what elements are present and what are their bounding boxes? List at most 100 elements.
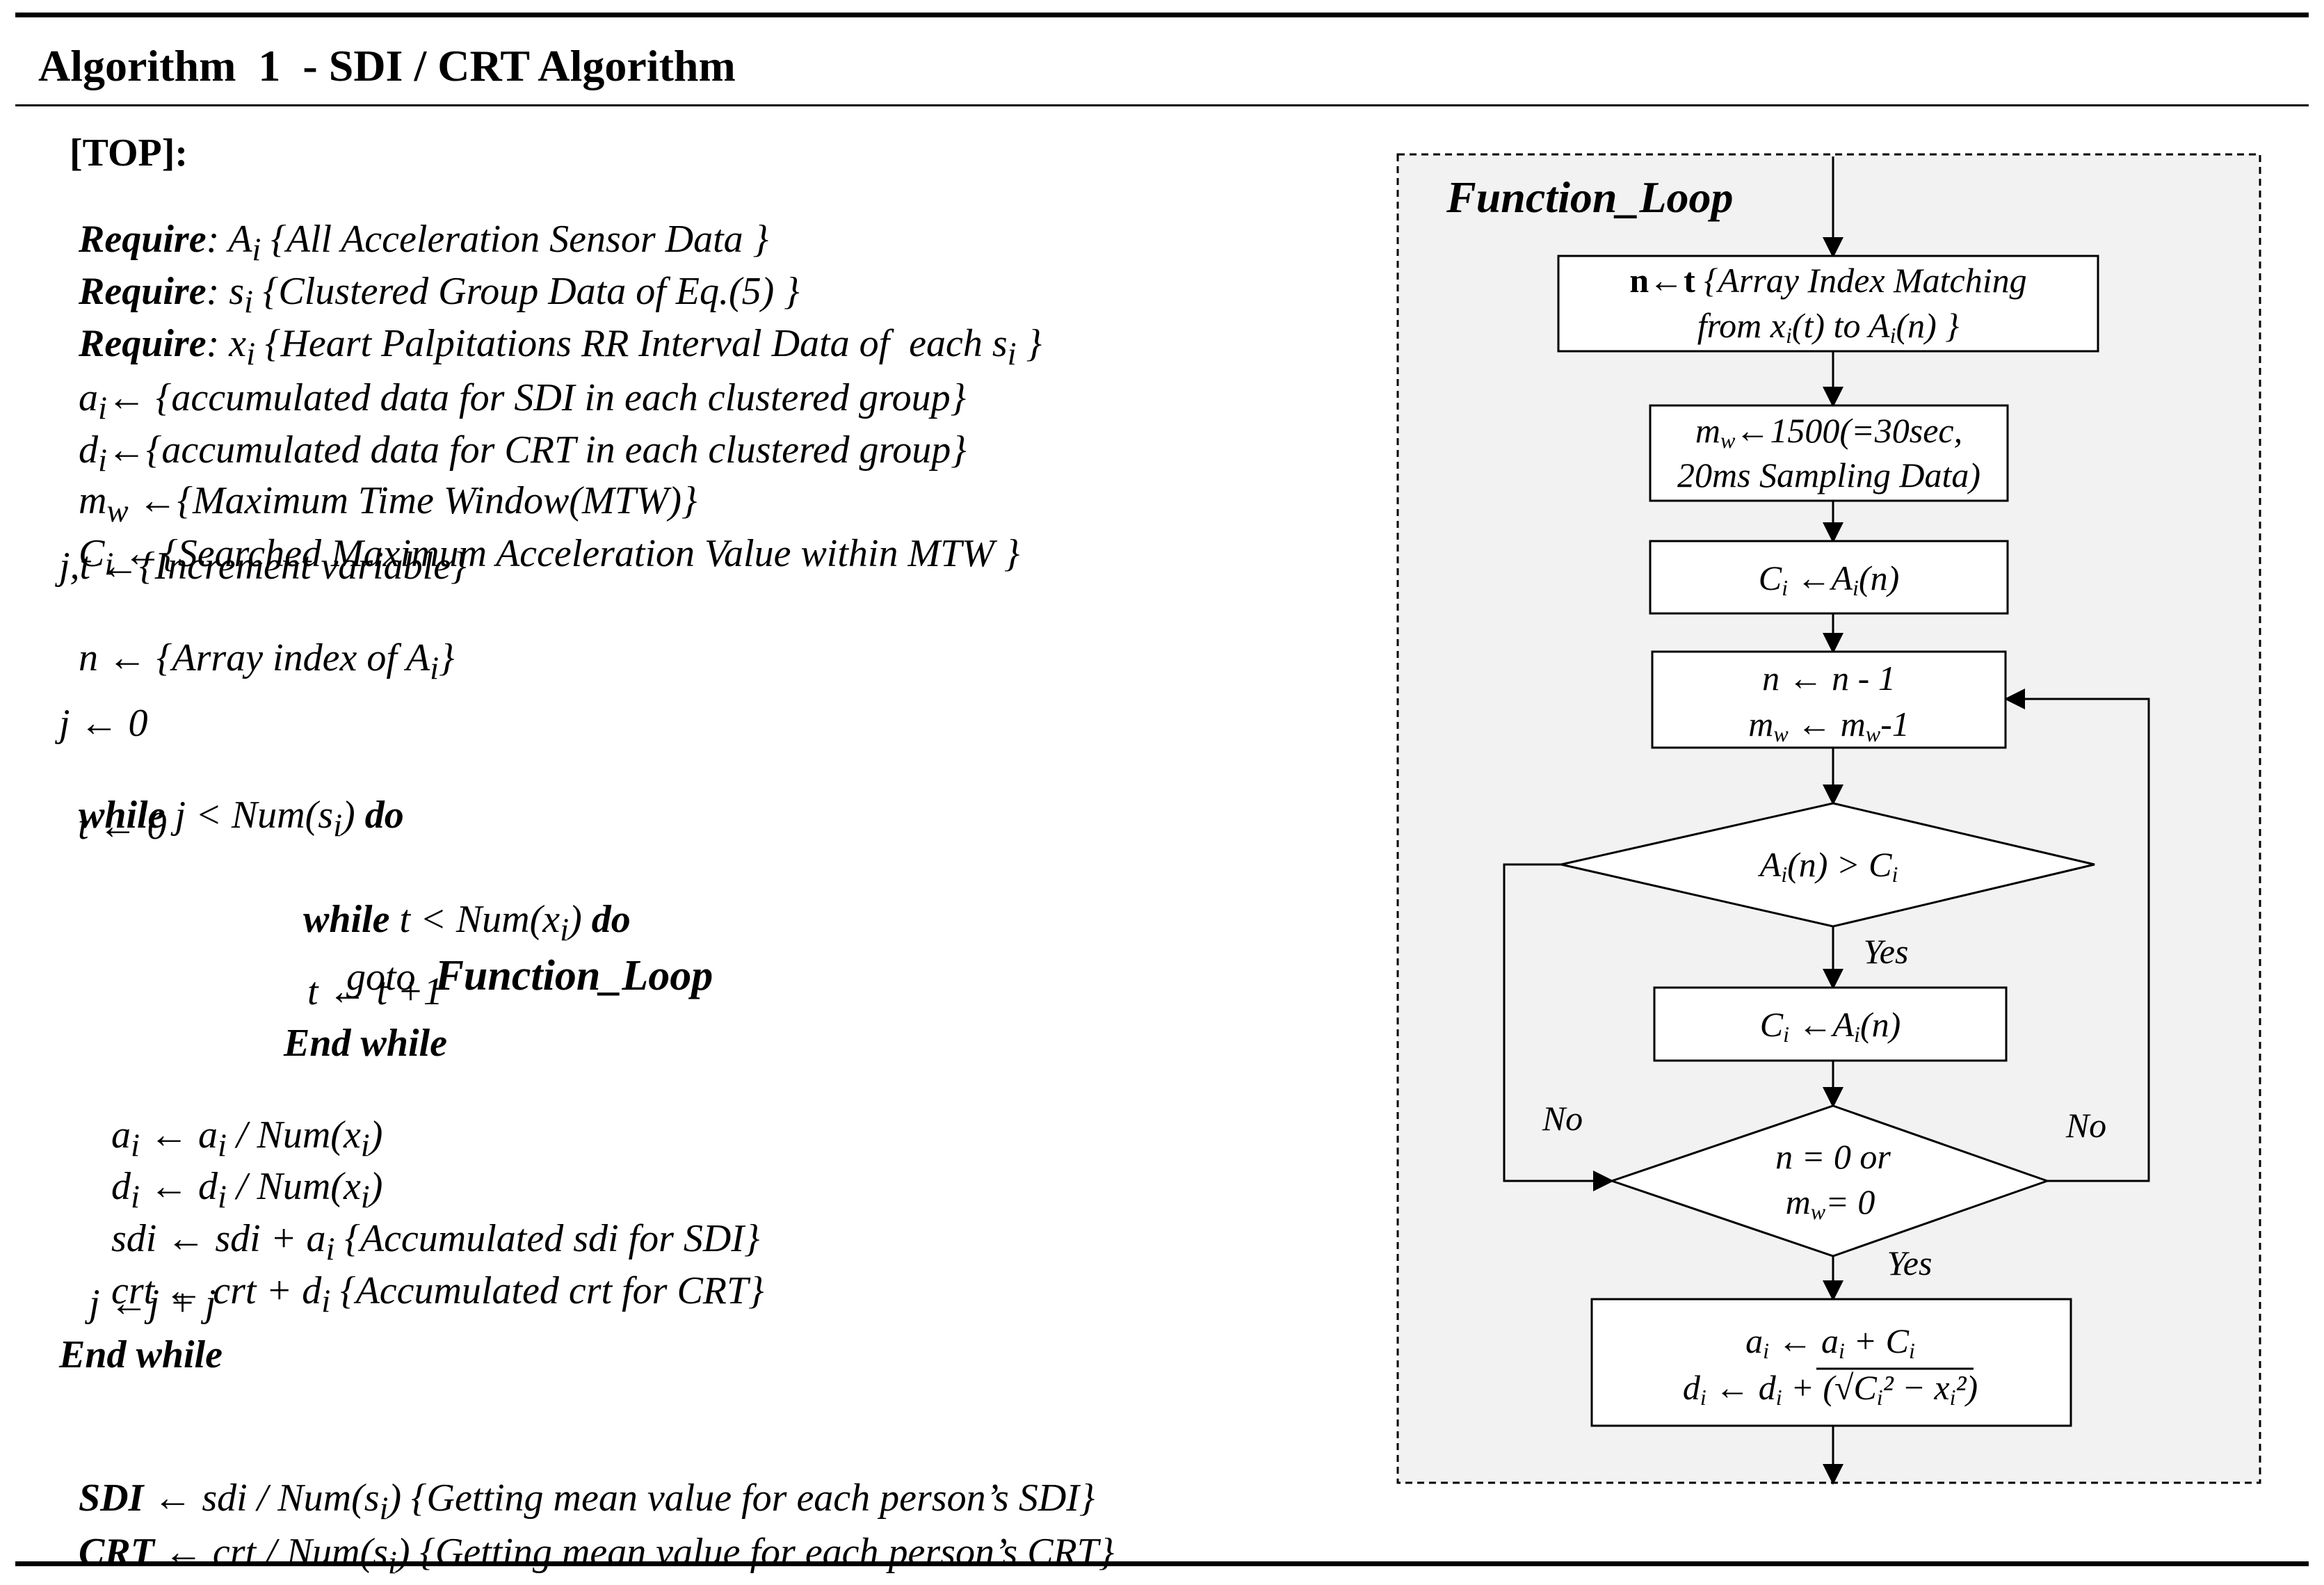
box1-line2: from xi(t) to Ai(n) } xyxy=(1697,306,1960,348)
crt-keyword: CRT xyxy=(79,1531,154,1574)
box-c-init xyxy=(1649,540,2009,615)
subscript: i xyxy=(1783,1022,1789,1047)
decision-end xyxy=(1608,1104,2051,1257)
close-paren: ) xyxy=(369,1165,383,1208)
while-keyword: while xyxy=(303,898,390,941)
do-keyword: do xyxy=(355,794,404,837)
require-keyword: Require xyxy=(79,218,207,261)
require-keyword: Require xyxy=(79,322,207,365)
subscript: i xyxy=(1763,1338,1769,1363)
def-n-line: n ← {Array index of Ai} xyxy=(59,600,454,685)
decision2-line1: n = 0 or xyxy=(1775,1137,1891,1176)
require-3-end: } xyxy=(1016,322,1042,365)
sdi-keyword: SDI xyxy=(79,1477,144,1520)
def-n-end: } xyxy=(439,636,455,679)
var-m: m xyxy=(1786,1182,1811,1221)
flowchart-title: Function_Loop xyxy=(1446,172,1734,222)
box3-text: Ci ←Ai(n) xyxy=(1759,558,1900,600)
t-init-line: t ← 0 xyxy=(78,805,167,848)
goto-line: goto Function_Loop xyxy=(327,915,713,997)
subscript: i xyxy=(379,1490,389,1527)
while1-end: ) xyxy=(342,794,355,837)
subscript: i xyxy=(1781,862,1787,887)
assign-m: ← m xyxy=(1789,705,1866,743)
subscript: i xyxy=(131,1127,140,1164)
top-rule xyxy=(15,13,2309,17)
d-update-mid: ← d xyxy=(139,1165,218,1208)
subscript: i xyxy=(217,1179,227,1216)
require-keyword: Require xyxy=(79,270,207,313)
no-label-left: No xyxy=(1542,1099,1583,1138)
while1-cond: j < Num(s xyxy=(165,794,334,837)
var-m: m xyxy=(1695,411,1720,450)
def-m-line: mw ←{Maximum Time Window(MTW)} xyxy=(59,442,697,528)
subscript: i xyxy=(1839,1338,1845,1363)
decision1-text: Ai(n) > Ci xyxy=(1758,845,1898,887)
yes-label-2: Yes xyxy=(1887,1244,1932,1282)
do-keyword: do xyxy=(581,898,631,941)
compare-c: (n) > C xyxy=(1787,845,1892,884)
var-a: a xyxy=(79,376,98,419)
var-c: C xyxy=(79,532,105,575)
require-1-var: : A xyxy=(206,218,252,261)
def-a-line: ai← {accumulated data for SDI in each cl… xyxy=(59,339,966,425)
box6-line2: di ← di + (√Ci² − xi²) xyxy=(1683,1368,1978,1410)
subscript: i xyxy=(98,390,107,427)
box2-value: ←1500(=30sec, xyxy=(1735,411,1962,450)
var-d: d xyxy=(79,428,98,472)
outer-end-while: End while xyxy=(59,1333,223,1376)
box2-line2: 20ms Sampling Data) xyxy=(1677,456,1980,494)
subscript: i xyxy=(560,912,570,949)
assign-a: ← a xyxy=(1769,1321,1839,1360)
sdi-desc: {Accumulated sdi for SDI} xyxy=(334,1217,760,1260)
require-3-var: : x xyxy=(206,322,247,365)
def-a-desc: ← {accumulated data for SDI in each clus… xyxy=(106,376,967,419)
eq-zero: = 0 xyxy=(1825,1182,1875,1221)
box2-line1: mw←1500(=30sec, xyxy=(1695,411,1962,453)
crt-final-line: CRT ← crt / Num(si) {Getting mean value … xyxy=(59,1494,1114,1579)
bottom-rule xyxy=(15,1561,2309,1566)
var-d: d xyxy=(111,1165,131,1208)
box1-from: from x xyxy=(1697,306,1786,345)
require-2-var: : s xyxy=(206,270,245,313)
box4-line1: n ← n - 1 xyxy=(1762,659,1896,698)
def-n-desc: n ← {Array index of A xyxy=(79,636,430,679)
assign-a: ←A xyxy=(1788,558,1853,597)
j-init-line: j ← 0 xyxy=(59,702,148,745)
require-1-desc: {All Acceleration Sensor Data } xyxy=(261,218,769,261)
subscript: i xyxy=(360,1127,370,1164)
var-a: a xyxy=(1745,1321,1763,1360)
crt-update: crt ← crt + d xyxy=(111,1269,322,1312)
no-label-right: No xyxy=(2065,1106,2106,1145)
subscript: i xyxy=(1877,1385,1883,1410)
subscript: i xyxy=(246,336,256,373)
box-accumulate xyxy=(1590,1298,2072,1427)
def-d-desc: ←{accumulated data for CRT in each clust… xyxy=(106,428,967,472)
box1-to: (t) to A xyxy=(1792,306,1890,345)
algorithm-title: Algorithm 1 - SDI / CRT Algorithm xyxy=(38,41,736,90)
subscript: i xyxy=(430,650,439,687)
def-jt-line: j,t ←{Increment variable} xyxy=(59,545,467,588)
goto-keyword: goto xyxy=(346,956,435,999)
box1-desc: {Array Index Matching xyxy=(1695,261,2027,300)
subscript: i xyxy=(1909,1338,1915,1363)
assign-a: ←A xyxy=(1789,1005,1855,1044)
require-3-desc: {Heart Palpitations RR Interval Data of … xyxy=(255,322,1008,365)
while2-cond: t < Num(x xyxy=(389,898,560,941)
sdi-final: ← sdi / Num(s xyxy=(143,1477,380,1520)
box-mw-init xyxy=(1649,404,2009,502)
var-c: C xyxy=(1760,1005,1784,1044)
minus-one: -1 xyxy=(1880,705,1910,743)
subscript: i xyxy=(1776,1385,1782,1410)
goto-target: Function_Loop xyxy=(435,952,713,999)
subscript: w xyxy=(1866,721,1881,746)
decision-a-gt-c xyxy=(1560,802,2095,928)
d-update-line: di ← di / Num(xi) xyxy=(92,1128,382,1214)
subscript: i xyxy=(252,232,261,268)
while-keyword: while xyxy=(79,794,166,837)
subscript: i xyxy=(1854,1022,1860,1047)
arrow-no-left xyxy=(1503,863,1614,1191)
yes-label-1: Yes xyxy=(1864,932,1909,971)
while2-end: ) xyxy=(569,898,582,941)
subscript: i xyxy=(104,546,114,583)
